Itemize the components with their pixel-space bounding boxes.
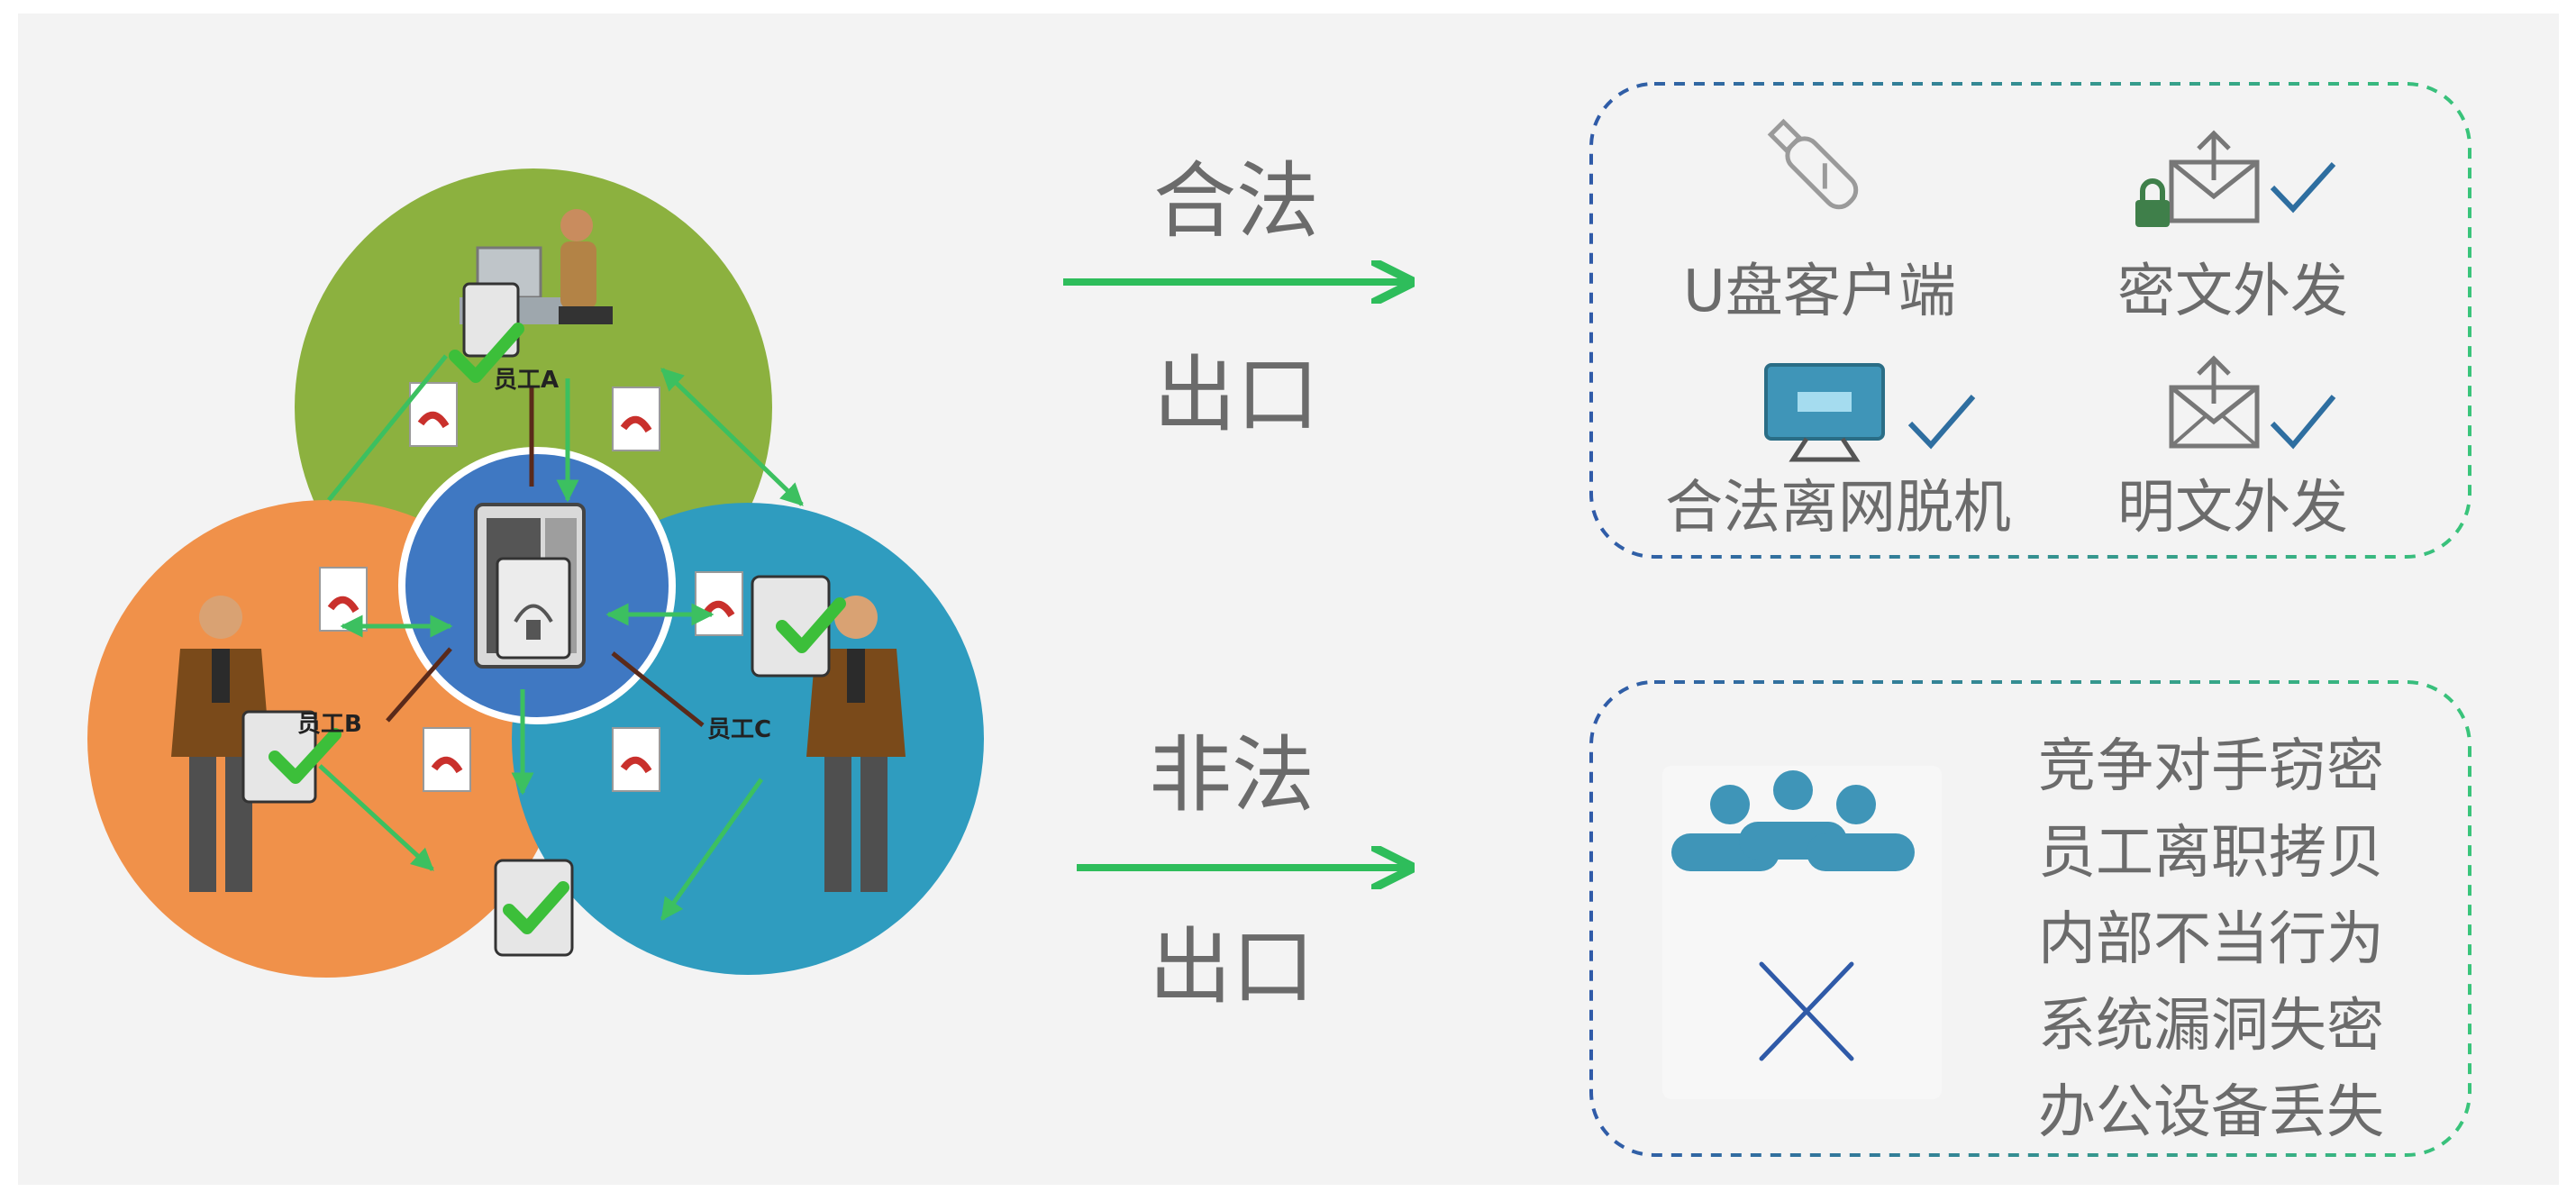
monitor-icon bbox=[1764, 363, 1885, 462]
pdf-document-icons bbox=[319, 382, 743, 792]
risk-internal-misconduct: 内部不当行为 bbox=[2038, 906, 2384, 973]
cross-icon bbox=[1759, 961, 1854, 1061]
illegal-arrow-bottom-label: 出口 bbox=[1149, 919, 1315, 1015]
mail-icon bbox=[2169, 355, 2260, 449]
check-icon-offline bbox=[1907, 395, 1976, 450]
connector-lines bbox=[318, 354, 804, 922]
illegal-arrow-group: 非法 出口 bbox=[1077, 727, 1410, 1015]
risk-device-loss: 办公设备丢失 bbox=[2038, 1079, 2384, 1146]
risk-system-vulnerability: 系统漏洞失密 bbox=[2038, 993, 2384, 1060]
checked-document-icon bbox=[494, 859, 574, 957]
people-group-icon bbox=[1671, 770, 1915, 871]
encrypted-mail-icon bbox=[2135, 130, 2260, 227]
server-icon bbox=[474, 503, 586, 669]
encrypted-send-label: 密文外发 bbox=[2117, 259, 2348, 325]
usb-drive-icon bbox=[1767, 118, 1859, 210]
legal-arrow-bottom-label: 出口 bbox=[1153, 347, 1319, 443]
venn-diagram: 员工A 员工B 员工C bbox=[87, 168, 984, 978]
illegal-icon-card bbox=[1662, 766, 1942, 1099]
legal-panel-border bbox=[1589, 82, 2471, 559]
label-employee-b: 员工B bbox=[297, 711, 362, 738]
dark-connectors bbox=[386, 387, 705, 727]
illegal-arrow-top-label: 非法 bbox=[1149, 727, 1315, 823]
check-marks bbox=[269, 323, 846, 934]
check-icon-encrypted bbox=[2270, 161, 2336, 214]
legal-channels-panel: U盘客户端 密文外发 合法离网脱机 明文外发 bbox=[1589, 82, 2471, 559]
usb-client-label: U盘客户端 bbox=[1683, 259, 1956, 325]
legal-arrow-group: 合法 出口 bbox=[1063, 153, 1410, 443]
illegal-risks-panel: 竞争对手窃密 员工离职拷贝 内部不当行为 系统漏洞失密 办公设备丢失 bbox=[1589, 680, 2471, 1157]
risk-competitor-theft: 竞争对手窃密 bbox=[2038, 733, 2384, 800]
check-icon-plain bbox=[2270, 395, 2336, 450]
legal-arrow-top-label: 合法 bbox=[1153, 153, 1319, 250]
label-employee-c: 员工C bbox=[707, 716, 771, 743]
legal-offline-label: 合法离网脱机 bbox=[1665, 475, 2011, 541]
illegal-panel-border bbox=[1589, 680, 2471, 1157]
plain-send-label: 明文外发 bbox=[2117, 475, 2348, 541]
risk-employee-copy: 员工离职拷贝 bbox=[2038, 820, 2384, 887]
label-employee-a: 员工A bbox=[494, 367, 559, 394]
